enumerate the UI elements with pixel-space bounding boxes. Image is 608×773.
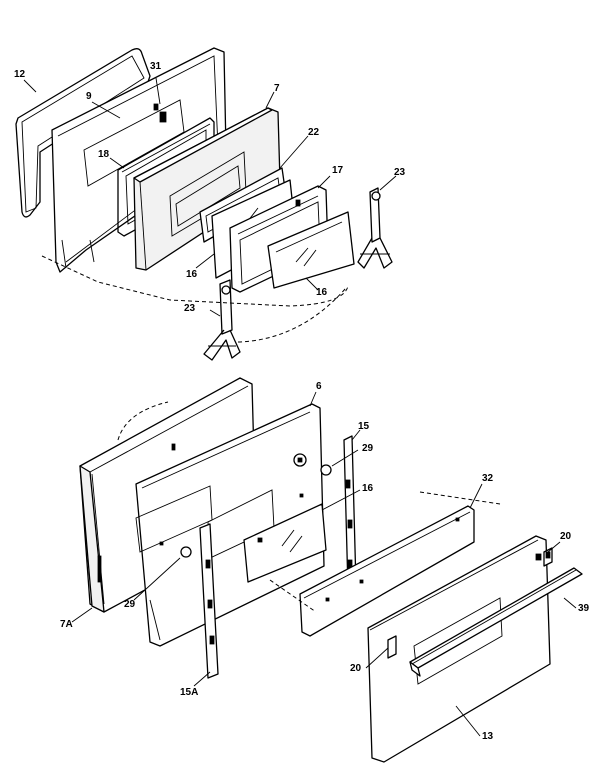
callout-12: 12 — [14, 69, 26, 80]
part-7-door-frame — [133, 107, 281, 271]
assembly-line-upper — [41, 255, 349, 307]
callout-15a: 15A — [180, 687, 199, 698]
leader-lines — [23, 77, 577, 737]
callout-7a: 7A — [60, 619, 73, 630]
part-39-handle — [409, 567, 583, 677]
assembly-line-right — [419, 491, 501, 505]
part-23-hinge-right — [357, 187, 393, 269]
callout-15: 15 — [358, 421, 370, 432]
part-32-trim-bracket — [299, 505, 475, 637]
part-23-hinge-left — [203, 279, 241, 361]
callout-20-left: 20 — [350, 663, 362, 674]
assembly-line-lower — [269, 579, 317, 613]
callout-17: 17 — [332, 165, 344, 176]
callout-23-upper: 23 — [394, 167, 406, 178]
callout-16-lower: 16 — [316, 287, 328, 298]
callout-16-upper: 16 — [186, 269, 198, 280]
callout-29-upper: 29 — [362, 443, 374, 454]
part-15a-channel-left — [199, 523, 219, 679]
part-15-channel-right — [320, 435, 357, 591]
callout-13: 13 — [482, 731, 494, 742]
callout-39: 39 — [578, 603, 590, 614]
callout-29-lower: 29 — [124, 599, 136, 610]
part-20-end-cap-left — [387, 635, 397, 659]
part-20-end-cap-right — [543, 547, 553, 567]
part-16-glass-lower — [267, 211, 355, 289]
callout-7: 7 — [274, 83, 280, 94]
callout-23-lower: 23 — [184, 303, 196, 314]
callout-32: 32 — [482, 473, 494, 484]
callout-18: 18 — [98, 149, 110, 160]
callout-9: 9 — [86, 91, 92, 102]
part-6-inner-panel — [135, 403, 325, 647]
callout-20-right: 20 — [560, 531, 572, 542]
callout-22: 22 — [308, 127, 320, 138]
callout-16-door: 16 — [362, 483, 374, 494]
callout-31: 31 — [150, 61, 162, 72]
part-16-glass-door — [243, 503, 327, 583]
callout-6: 6 — [316, 381, 322, 392]
part-12-gasket — [15, 48, 151, 218]
assembly-line-hinge — [237, 287, 347, 343]
assembly-line-middle — [117, 401, 169, 441]
